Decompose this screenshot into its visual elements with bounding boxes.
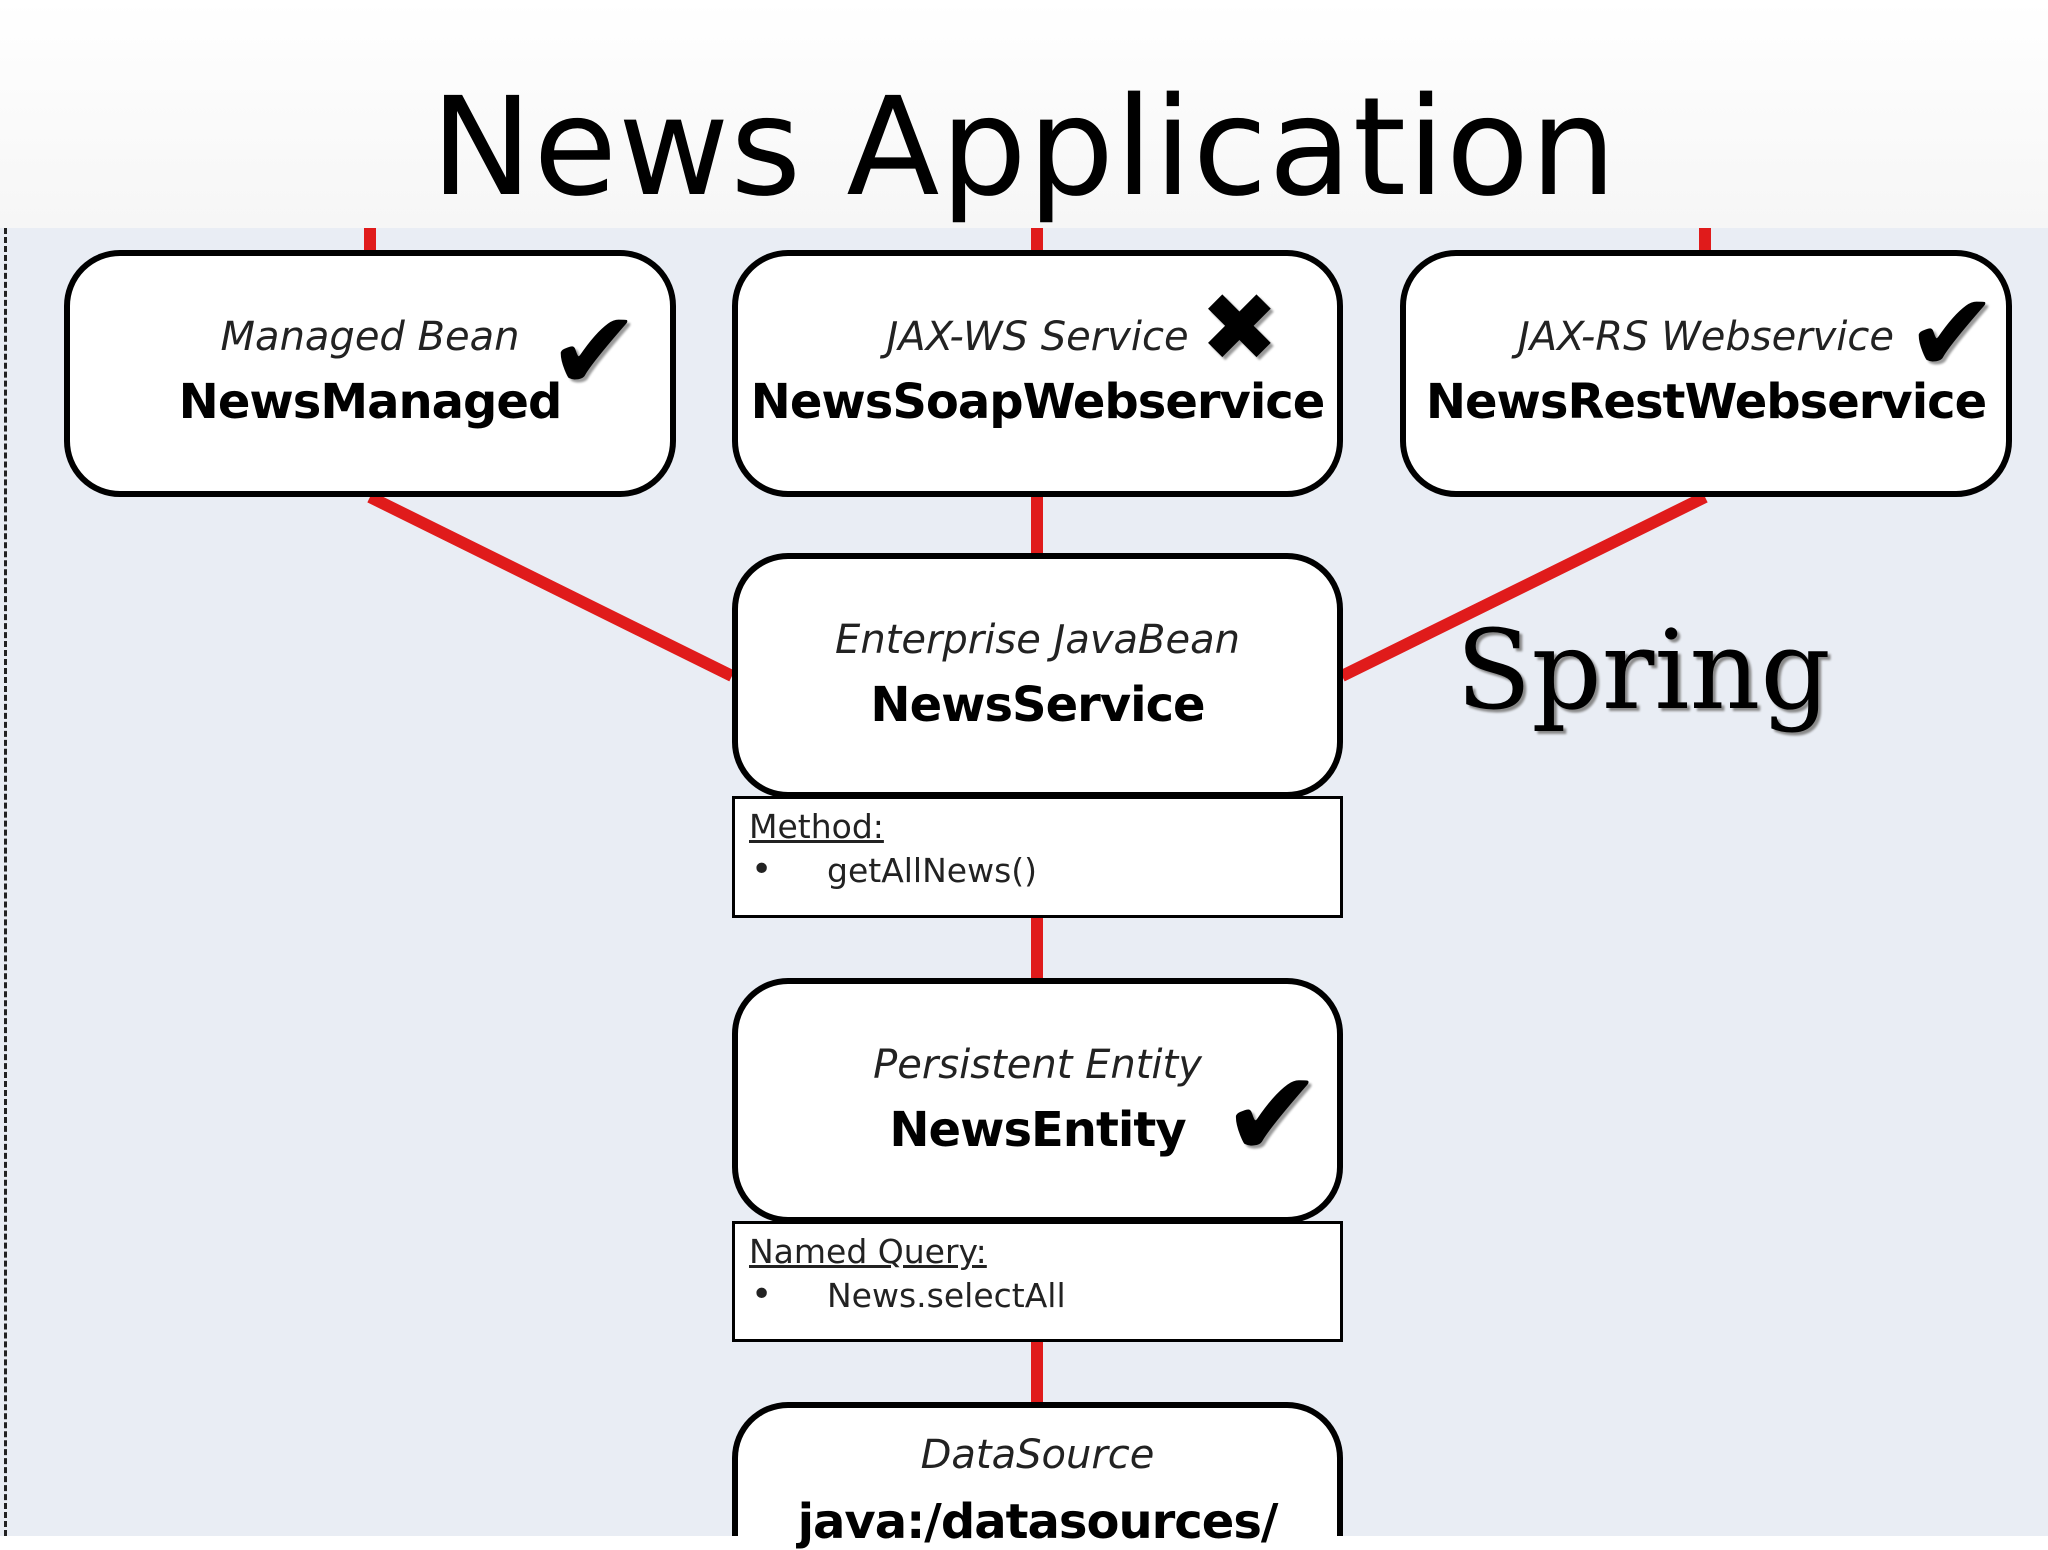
node-kind-label: Enterprise JavaBean	[835, 617, 1240, 663]
check-icon: ✔	[1906, 269, 1999, 397]
method-info-box: Method: • getAllNews()	[732, 796, 1343, 918]
node-kind-label: JAX-WS Service	[886, 314, 1189, 360]
node-jaxrs-webservice: JAX-RS Webservice NewsRestWebservice	[1400, 250, 2012, 497]
connector-rest-to-ejb	[1339, 491, 1708, 682]
node-kind-label: Managed Bean	[220, 314, 520, 360]
check-icon: ✔	[1222, 1046, 1323, 1185]
info-heading: Method:	[749, 807, 884, 846]
node-name-label: NewsEntity	[889, 1102, 1186, 1158]
node-name-label: NewsManaged	[178, 374, 563, 430]
bullet: •	[751, 1274, 773, 1315]
connector-managed-to-ejb	[367, 491, 735, 682]
node-enterprise-javabean: Enterprise JavaBean NewsService	[732, 553, 1343, 798]
named-query-info-box: Named Query: • News.selectAll	[732, 1221, 1343, 1342]
check-icon: ✔	[548, 287, 641, 415]
node-datasource: DataSource java:/datasources/	[732, 1402, 1343, 1550]
node-jaxws-service: JAX-WS Service NewsSoapWebservice	[732, 250, 1343, 497]
bullet: •	[751, 849, 773, 890]
node-kind-label: DataSource	[920, 1432, 1155, 1478]
slide-title: News Application	[430, 69, 1618, 227]
info-heading: Named Query:	[749, 1232, 987, 1271]
dashed-boundary	[4, 228, 7, 1536]
node-name-label: NewsService	[870, 677, 1205, 733]
node-name-label: NewsSoapWebservice	[750, 374, 1326, 430]
node-managed-bean: Managed Bean NewsManaged	[64, 250, 676, 497]
title-band	[0, 0, 2048, 228]
spring-label: Spring	[1456, 606, 1831, 734]
node-persistent-entity: Persistent Entity NewsEntity	[732, 978, 1343, 1223]
node-name-label: NewsRestWebservice	[1425, 374, 1987, 430]
cross-icon: ✖	[1200, 274, 1279, 383]
node-name-label: java:/datasources/	[797, 1494, 1279, 1550]
info-item: getAllNews()	[827, 851, 1038, 890]
node-kind-label: Persistent Entity	[873, 1042, 1202, 1088]
node-kind-label: JAX-RS Webservice	[1517, 314, 1895, 360]
info-item: News.selectAll	[827, 1276, 1066, 1315]
